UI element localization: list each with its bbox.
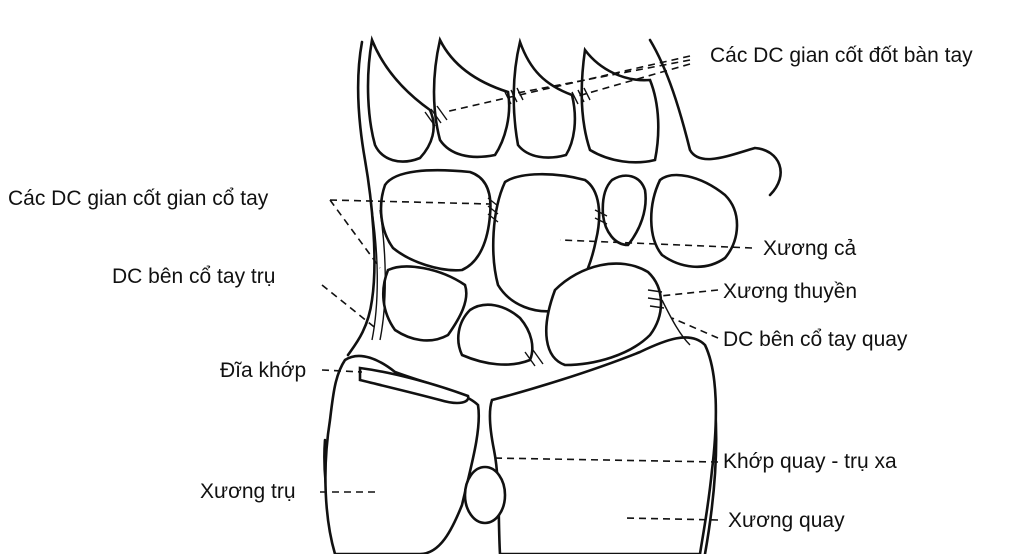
label-scaphoid: Xương thuyền [723,280,857,303]
metacarpal-4 [582,50,659,162]
carpals [381,170,737,365]
label-capitate: Xương cả [763,237,857,260]
triquetrum [383,266,466,340]
lunate [458,305,532,365]
label-radius: Xương quay [728,509,845,532]
metacarpals [368,40,658,162]
trapezium [651,175,737,267]
metacarpal-1 [368,40,434,162]
leader-radial-collateral [672,318,718,338]
label-metacarpal-ligaments: Các DC gian cốt đốt bàn tay [710,44,973,67]
radius-bone [490,337,716,554]
forearm-bones [325,337,715,554]
trapezoid [603,176,646,245]
label-radial-collateral: DC bên cổ tay quay [723,328,908,351]
label-ulna: Xương trụ [200,480,296,503]
hamate [381,170,490,270]
leader-scaphoid [660,290,718,296]
metacarpal-2 [434,40,509,157]
label-intercarpal-ligaments: Các DC gian cốt gian cổ tay [8,187,269,210]
label-distal-radioulnar-joint: Khớp quay - trụ xa [723,450,897,473]
label-ulnar-collateral: DC bên cổ tay trụ [112,265,275,288]
label-articular-disc: Đĩa khớp [220,359,306,382]
ulna-head-notch [465,467,505,523]
drawing [320,40,781,554]
